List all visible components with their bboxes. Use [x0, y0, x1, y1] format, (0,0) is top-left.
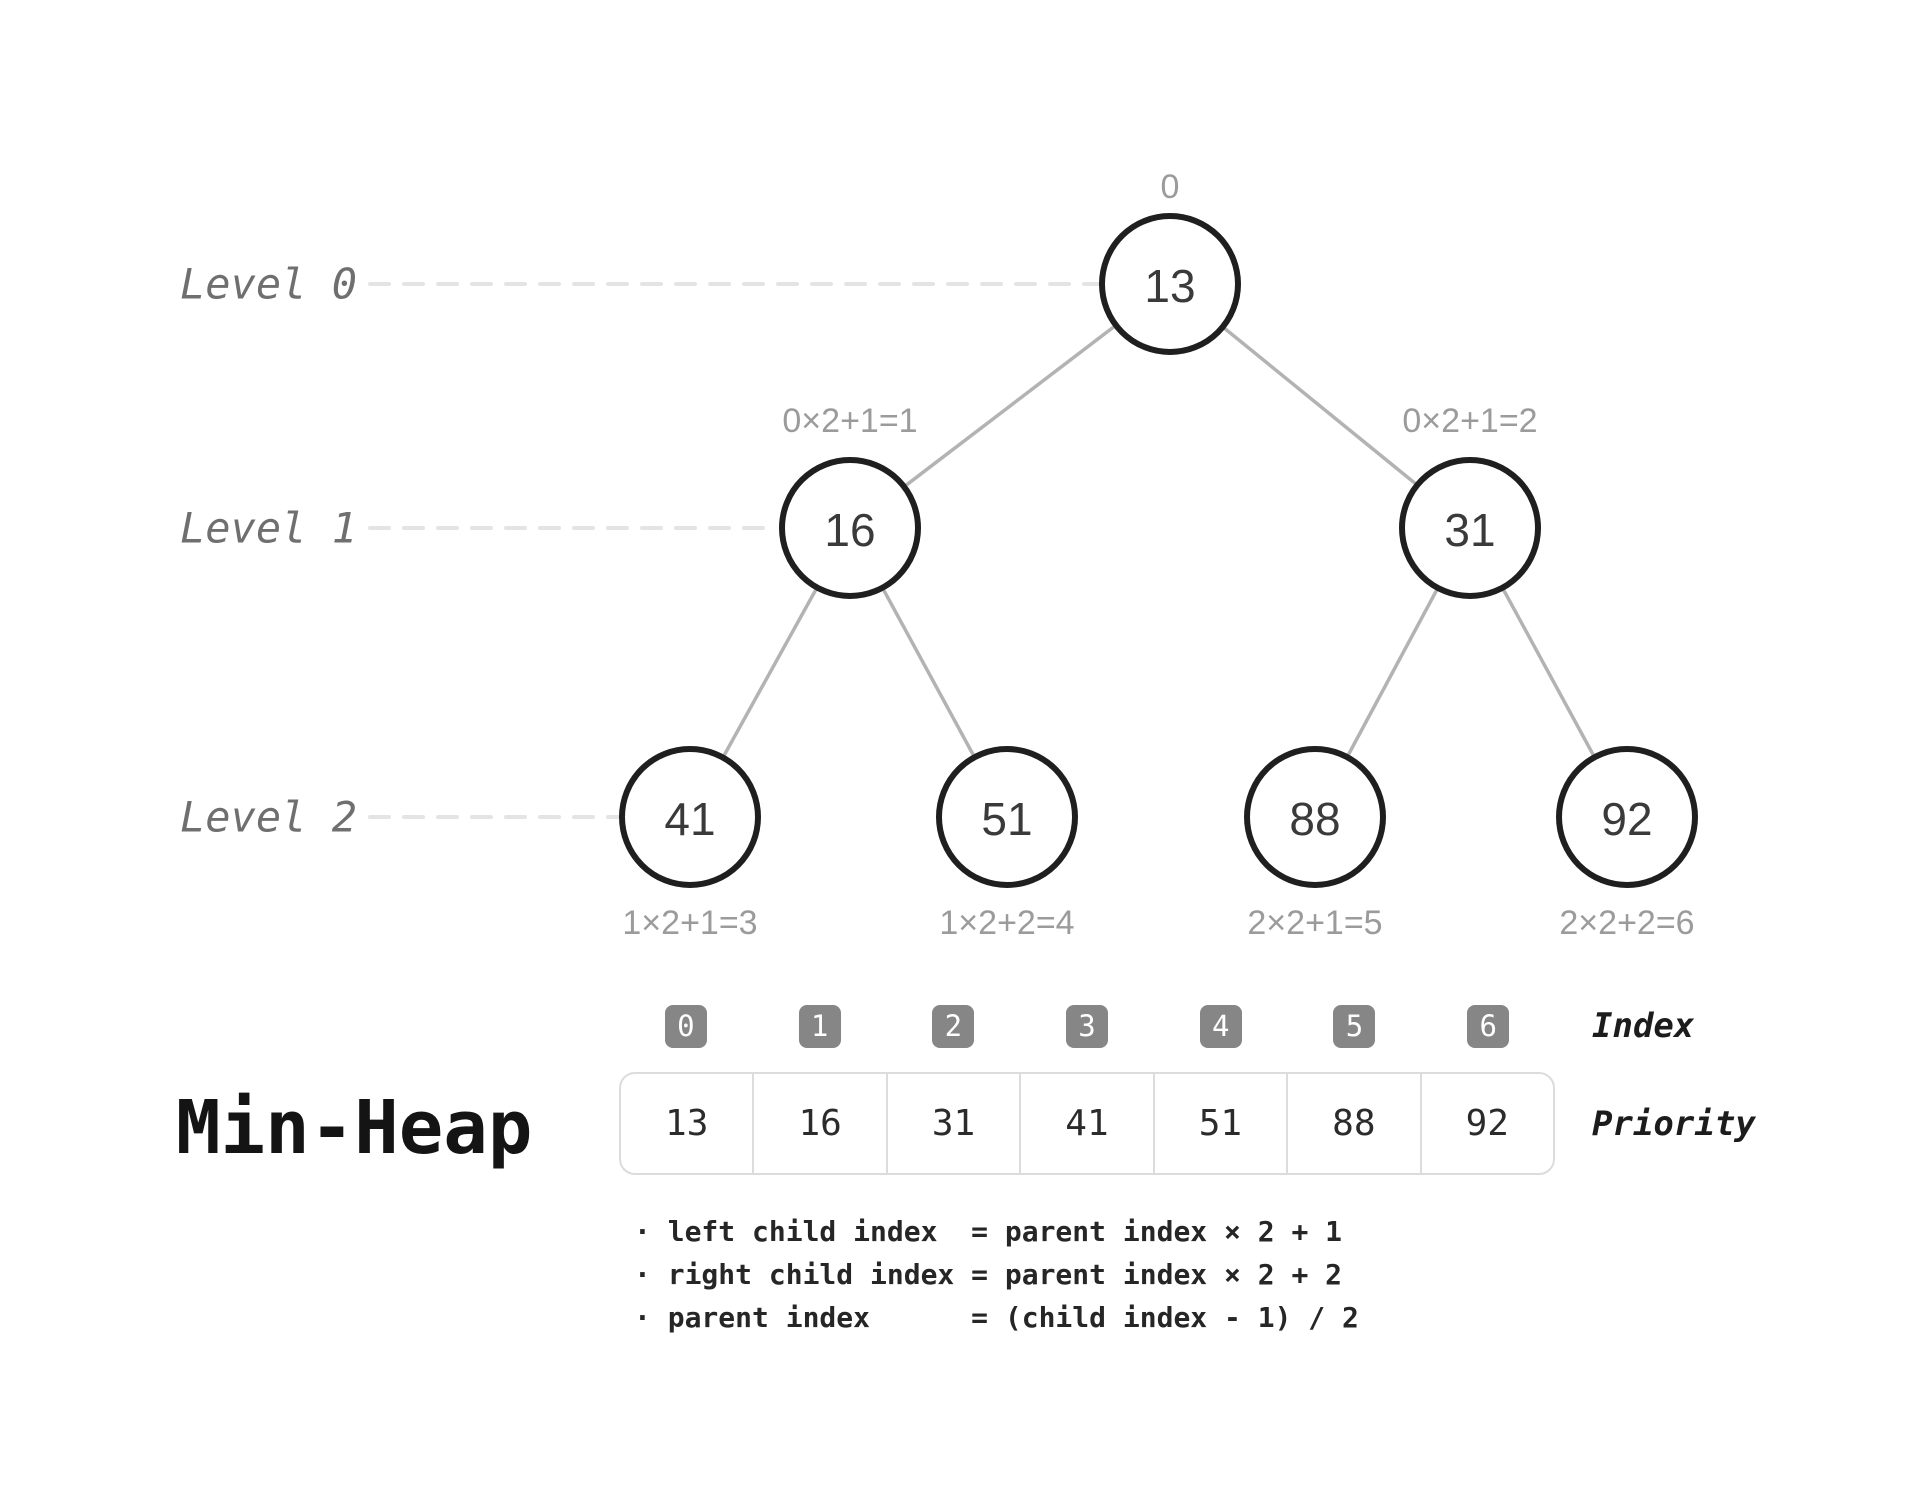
tree-node-value: 92: [1601, 793, 1652, 845]
array-cell: 31: [888, 1074, 1022, 1173]
index-formula-notes: · left child index = parent index × 2 + …: [634, 1210, 1359, 1339]
tree-node-value: 41: [664, 793, 715, 845]
array-cell: 92: [1465, 1103, 1509, 1144]
index-badge-slot: 4: [1154, 1004, 1288, 1048]
tree-node-index-formula: 2×2+1=5: [1247, 904, 1382, 942]
index-badge-row: 0 1 2 3 4 5 6: [619, 1004, 1555, 1048]
tree-node-circle: [1099, 213, 1241, 355]
index-badge: 6: [1467, 1004, 1510, 1048]
index-row-label: Index: [1592, 1006, 1695, 1046]
index-badge: 0: [664, 1004, 707, 1048]
index-badge: 4: [1199, 1004, 1242, 1048]
heap-tree-canvas: Level 0 Level 1 Level 2 13 0 16 0×2+1=1 31 0×2+1…: [180, 168, 1698, 942]
tree-node-value: 13: [1144, 260, 1195, 312]
index-badge: 5: [1333, 1004, 1376, 1048]
tree-node-index-formula: 1×2+1=3: [622, 904, 757, 942]
tree-node-circle: [1244, 746, 1386, 888]
level-label: Level 0: [180, 260, 357, 309]
index-badge-slot: 6: [1421, 1004, 1555, 1048]
tree-node-circle: [779, 457, 921, 599]
array-cell: 41: [1021, 1074, 1155, 1173]
tree-node-index-formula: 0×2+1=2: [1402, 402, 1537, 440]
level-label: Level 2: [180, 793, 357, 842]
formula-line: · right child index = parent index × 2 +…: [634, 1258, 1343, 1291]
tree-node-index-formula: 0: [1161, 168, 1180, 206]
tree-node-index-formula: 0×2+1=1: [782, 402, 917, 440]
index-badge-slot: 2: [886, 1004, 1020, 1048]
index-badge: 2: [932, 1004, 975, 1048]
tree-node-value: 31: [1444, 504, 1495, 556]
level-label: Level 1: [180, 504, 357, 553]
tree-node-circle: [936, 746, 1078, 888]
index-badge-slot: 5: [1288, 1004, 1422, 1048]
formula-line: · left child index = parent index × 2 + …: [634, 1215, 1343, 1248]
tree-node-index-formula: 2×2+2=6: [1559, 904, 1694, 942]
array-cell: 13: [621, 1074, 755, 1173]
tree-node-value: 51: [981, 793, 1032, 845]
array-cell: 51: [1155, 1074, 1289, 1173]
index-badge-slot: 3: [1020, 1004, 1154, 1048]
priority-row-label: Priority: [1592, 1103, 1756, 1144]
formula-line: · parent index = (child index - 1) / 2: [634, 1301, 1359, 1334]
diagram-title: Min-Heap: [176, 1085, 533, 1171]
tree-node-circle: [1556, 746, 1698, 888]
array-cell: 16: [754, 1074, 888, 1173]
tree-node-index-formula: 1×2+2=4: [939, 904, 1074, 942]
index-badge-slot: 1: [753, 1004, 887, 1048]
index-badge: 3: [1066, 1004, 1109, 1048]
index-badge: 1: [798, 1004, 841, 1048]
index-badge-slot: 0: [619, 1004, 753, 1048]
array-cell: 88: [1288, 1074, 1422, 1173]
tree-node-circle: [619, 746, 761, 888]
tree-node-value: 16: [824, 504, 875, 556]
tree-node-circle: [1399, 457, 1541, 599]
tree-node-value: 88: [1289, 793, 1340, 845]
